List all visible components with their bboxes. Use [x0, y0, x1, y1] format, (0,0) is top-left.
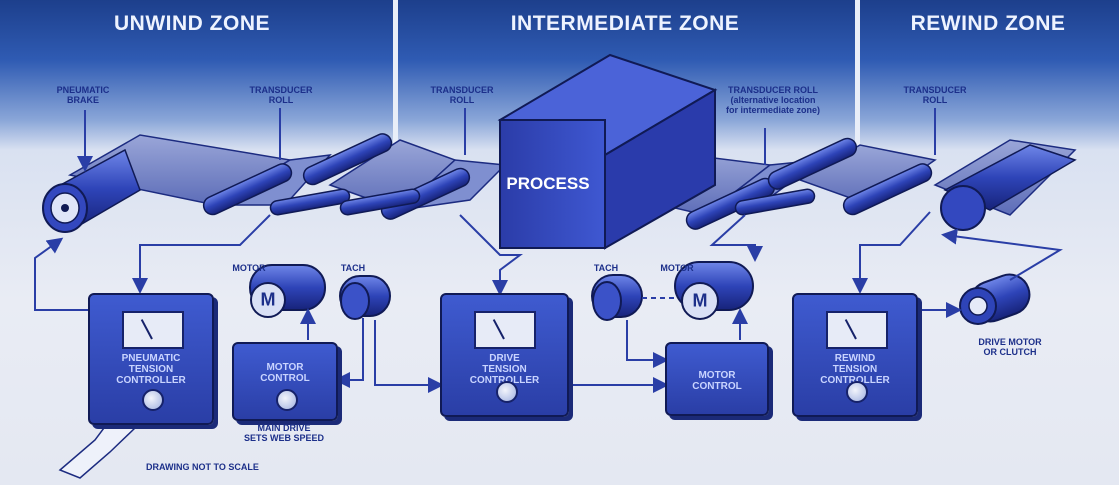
process-block [497, 53, 718, 250]
drive-motor-clutch [959, 273, 1031, 325]
tach-1 [339, 275, 391, 320]
tach-2 [591, 274, 643, 321]
controller-label: REWIND TENSION CONTROLLER [820, 353, 889, 386]
zone-title-intermediate: INTERMEDIATE ZONE [510, 12, 740, 35]
label-not-to-scale: DRAWING NOT TO SCALE [146, 462, 259, 472]
motor-1 [249, 264, 326, 318]
motor-control-2: MOTOR CONTROL [665, 342, 769, 416]
label-motor-1: MOTOR [232, 263, 266, 273]
controller-label: MOTOR CONTROL [692, 370, 742, 392]
label-motor-2: MOTOR [660, 263, 694, 273]
zone-divider-left [393, 0, 398, 150]
controller-label: MOTOR CONTROL [260, 362, 310, 384]
rewind-roll [940, 144, 1077, 231]
label-transducer-roll-2: TRANSDUCER ROLL [430, 85, 494, 105]
zone-title-unwind: UNWIND ZONE [114, 12, 270, 35]
label-transducer-roll-3: TRANSDUCER ROLL [903, 85, 967, 105]
meter-icon [826, 311, 888, 349]
meter-icon [122, 311, 184, 349]
unwind-roll [42, 148, 141, 233]
label-pneumatic-brake: PNEUMATIC BRAKE [56, 85, 110, 105]
rewind-tension-controller: REWIND TENSION CONTROLLER [792, 293, 918, 417]
label-tach-1: TACH [340, 263, 366, 273]
process-label: PROCESS [506, 174, 590, 193]
motor-1-letter: M [260, 289, 276, 310]
label-main-drive: MAIN DRIVE SETS WEB SPEED [243, 423, 325, 443]
signal-lines [34, 108, 1063, 393]
pneumatic-tension-controller: PNEUMATIC TENSION CONTROLLER [88, 293, 214, 425]
knob-icon[interactable] [846, 381, 868, 403]
zone-title-rewind: REWIND ZONE [910, 12, 1066, 35]
motor-2 [674, 261, 754, 320]
knob-icon[interactable] [495, 381, 518, 403]
label-tach-2: TACH [593, 263, 619, 273]
label-drive-motor: DRIVE MOTOR OR CLUTCH [978, 337, 1042, 357]
knob-icon[interactable] [276, 389, 298, 411]
controller-label: PNEUMATIC TENSION CONTROLLER [116, 353, 186, 386]
motor-control-1: MOTOR CONTROL [232, 342, 338, 421]
motor-2-letter: M [692, 290, 708, 311]
label-transducer-roll-alt: TRANSDUCER ROLL (alternative location fo… [725, 85, 821, 115]
meter-icon [474, 311, 536, 349]
label-transducer-roll-1: TRANSDUCER ROLL [249, 85, 313, 105]
rollers [202, 133, 933, 230]
zone-divider-right [855, 0, 860, 150]
knob-icon[interactable] [142, 389, 164, 411]
drive-tension-controller: DRIVE TENSION CONTROLLER [440, 293, 569, 417]
controller-label: DRIVE TENSION CONTROLLER [470, 353, 539, 386]
